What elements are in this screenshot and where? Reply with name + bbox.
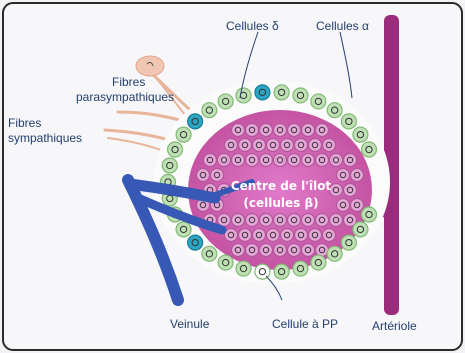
beta-cell	[232, 124, 245, 137]
alpha-cell	[311, 255, 326, 270]
beta-cell	[232, 154, 245, 167]
beta-cell	[288, 214, 301, 227]
parasympathetic-label-line1: Fibres	[112, 76, 145, 89]
beta-cell	[351, 169, 364, 182]
beta-cell	[337, 169, 350, 182]
beta-cell	[246, 154, 259, 167]
delta-cells-label: Cellules δ	[226, 20, 279, 33]
alpha-cell	[293, 88, 308, 103]
venule-label: Veinule	[170, 318, 209, 331]
sympathetic-label-line2: sympathiques	[8, 132, 82, 145]
alpha-cell	[176, 222, 191, 237]
alpha-cell	[202, 246, 217, 261]
delta-cell	[255, 85, 270, 100]
beta-cell	[274, 244, 287, 257]
alpha-cell	[274, 264, 289, 279]
beta-cell	[288, 244, 301, 257]
beta-cell	[267, 229, 280, 242]
pp-cell-label: Cellule à PP	[272, 318, 338, 331]
beta-cell	[232, 214, 245, 227]
alpha-cell	[341, 235, 356, 250]
beta-cell	[204, 154, 217, 167]
beta-cell	[274, 154, 287, 167]
beta-cell	[281, 139, 294, 152]
beta-cell	[246, 244, 259, 257]
beta-cell	[337, 199, 350, 212]
alpha-cell	[236, 261, 251, 276]
parasympathetic-label-line2: parasympathiques	[76, 91, 174, 104]
beta-cell	[211, 169, 224, 182]
alpha-cell	[341, 114, 356, 129]
alpha-cell	[274, 85, 289, 100]
beta-cell	[295, 139, 308, 152]
alpha-cell	[162, 158, 177, 173]
alpha-cell	[293, 261, 308, 276]
beta-cell	[225, 139, 238, 152]
alpha-cell	[327, 103, 342, 118]
beta-cell	[309, 139, 322, 152]
beta-cell	[239, 139, 252, 152]
alpha-cell	[353, 222, 368, 237]
beta-cell	[197, 169, 210, 182]
alpha-cell	[218, 94, 233, 109]
beta-cell	[288, 154, 301, 167]
alpha-cell	[168, 142, 183, 157]
arteriole-label: Artériole	[372, 320, 417, 333]
beta-cell	[253, 229, 266, 242]
beta-cell	[330, 214, 343, 227]
beta-cell	[302, 214, 315, 227]
pp-cell	[255, 264, 270, 279]
beta-cell	[281, 229, 294, 242]
beta-cell	[295, 229, 308, 242]
beta-cell	[260, 244, 273, 257]
beta-cell	[260, 214, 273, 227]
beta-cell	[330, 154, 343, 167]
beta-cell	[316, 214, 329, 227]
delta-cell	[188, 235, 203, 250]
alpha-cell	[353, 127, 368, 142]
beta-cell	[274, 124, 287, 137]
alpha-cell	[311, 94, 326, 109]
beta-cell	[267, 139, 280, 152]
alpha-cell	[361, 142, 376, 157]
beta-cell	[323, 139, 336, 152]
beta-cell	[302, 154, 315, 167]
alpha-cell	[176, 127, 191, 142]
beta-cell	[344, 154, 357, 167]
alpha-cells-label: Cellules α	[316, 20, 369, 33]
beta-cell	[218, 154, 231, 167]
alpha-cell	[218, 255, 233, 270]
alpha-cell	[202, 103, 217, 118]
beta-cell	[302, 244, 315, 257]
beta-cell	[260, 154, 273, 167]
beta-cell	[246, 124, 259, 137]
beta-cell	[239, 229, 252, 242]
beta-cell	[316, 124, 329, 137]
islet-center-label-line2: (cellules β)	[228, 195, 334, 212]
islet-center-label-line1: Centre de l'îlot	[228, 178, 334, 195]
sympathetic-label-line1: Fibres	[8, 117, 41, 130]
beta-cell	[232, 244, 245, 257]
beta-cell	[246, 214, 259, 227]
beta-cell	[253, 139, 266, 152]
alpha-cell	[236, 88, 251, 103]
alpha-cell	[361, 207, 376, 222]
beta-cell	[302, 124, 315, 137]
delta-cell	[188, 114, 203, 129]
beta-cell	[288, 124, 301, 137]
beta-cell	[260, 124, 273, 137]
beta-cell	[344, 184, 357, 197]
nerve-ending-icon	[136, 56, 164, 76]
beta-cell	[351, 199, 364, 212]
alpha-cell	[327, 246, 342, 261]
beta-cell	[323, 229, 336, 242]
beta-cell	[316, 154, 329, 167]
beta-cell	[274, 214, 287, 227]
beta-cell	[309, 229, 322, 242]
